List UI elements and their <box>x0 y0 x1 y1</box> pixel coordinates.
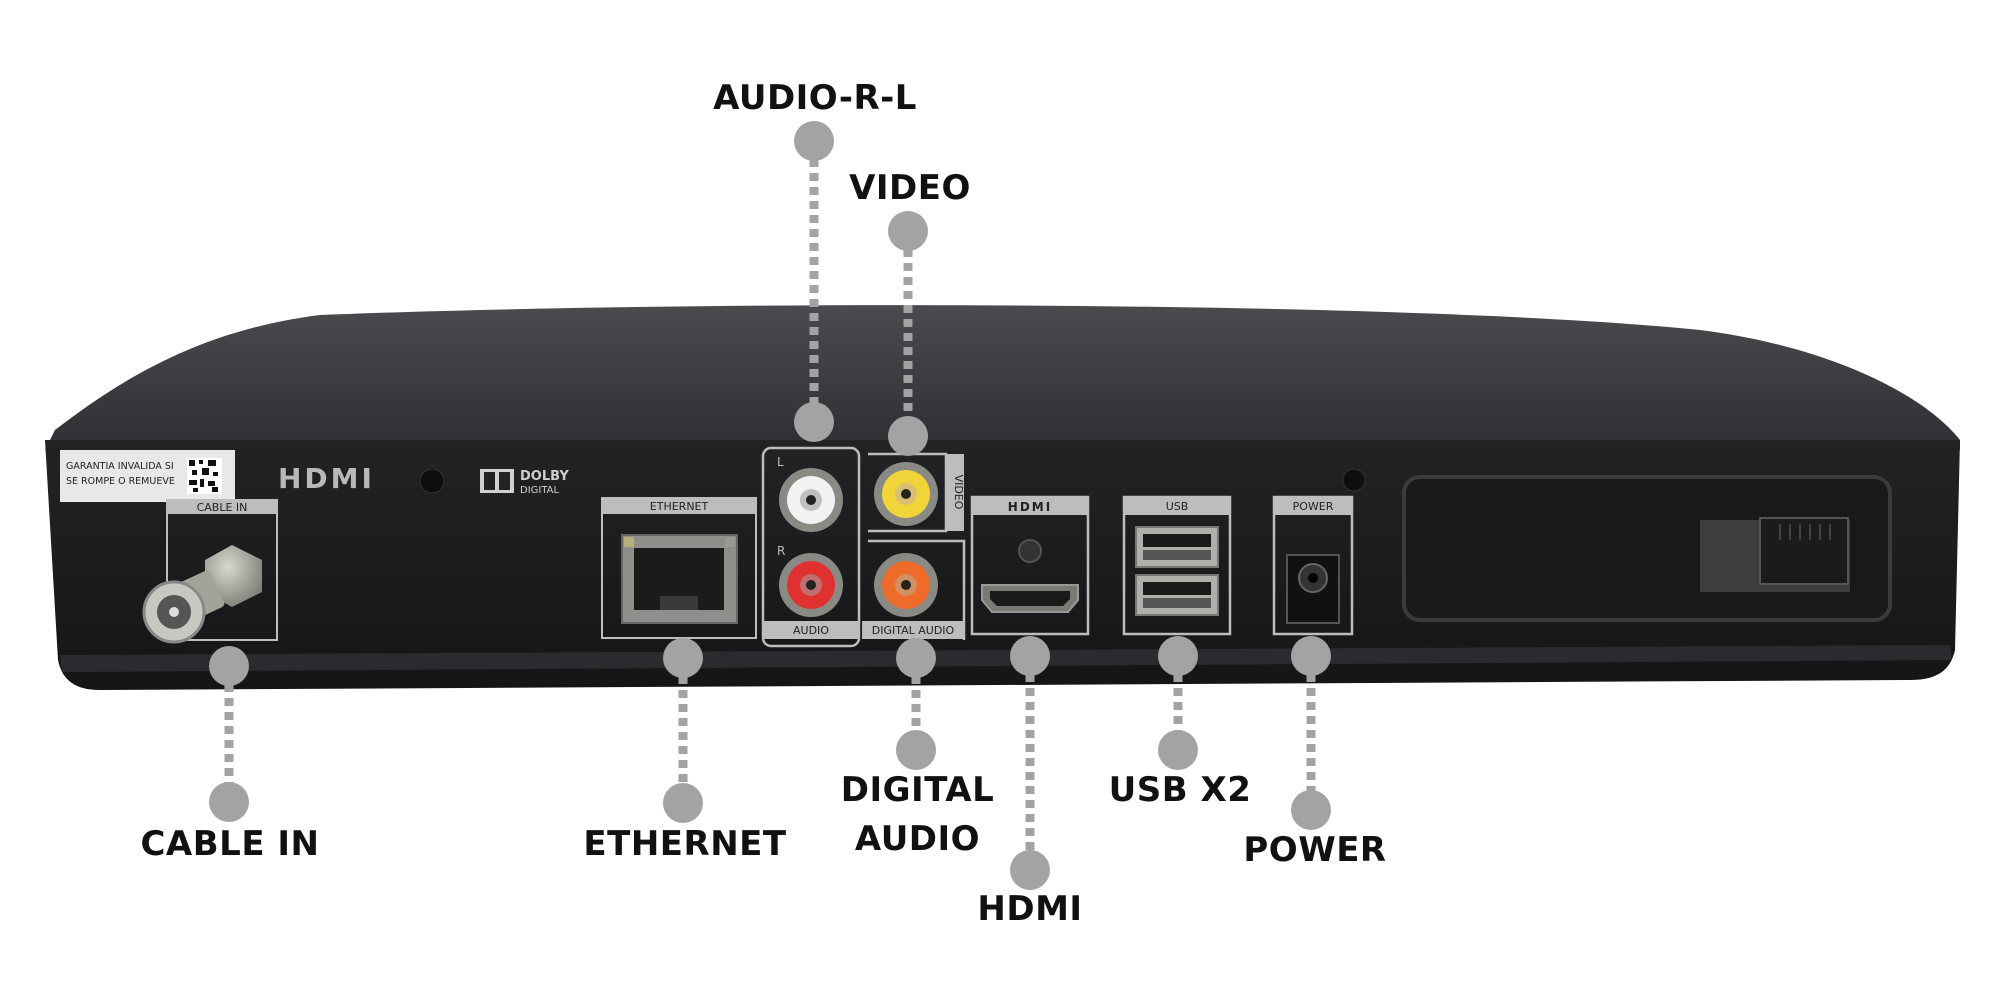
callout-dot-power-bottom <box>1291 790 1331 830</box>
svg-text:HDMI: HDMI <box>1008 500 1052 514</box>
svg-text:USB: USB <box>1166 500 1189 513</box>
callout-dot-digital-audio-bottom <box>896 730 936 770</box>
label-digital-audio: DIGITAL AUDIO <box>840 770 995 860</box>
callout-dot-hdmi-top <box>1010 636 1050 676</box>
label-power: POWER <box>1243 830 1387 870</box>
svg-text:DIGITAL AUDIO: DIGITAL AUDIO <box>872 624 955 637</box>
label-audio-r-l: AUDIO-R-L <box>713 78 917 118</box>
callout-dot-video-bottom <box>888 416 928 456</box>
callout-dot-usb-top <box>1158 636 1198 676</box>
usb-ports: USB <box>1122 495 1232 636</box>
callout-dot-usb-bottom <box>1158 730 1198 770</box>
cover-panel <box>1402 475 1892 622</box>
hdmi-logo: HDMI <box>278 462 375 495</box>
callout-dot-cable-in-bottom <box>209 782 249 822</box>
warranty-text-line1: GARANTIA INVALIDA SI <box>66 461 174 472</box>
callout-dot-power-top <box>1291 636 1331 676</box>
label-video: VIDEO <box>849 168 971 208</box>
svg-text:POWER: POWER <box>1293 500 1334 513</box>
device-bottom-edge <box>60 645 1952 672</box>
callout-dot-video-top <box>888 211 928 251</box>
callout-dot-digital-audio-top <box>896 638 936 678</box>
warranty-sticker: GARANTIA INVALIDA SI SE ROMPE O REMUEVE <box>60 450 235 502</box>
label-cable-in: CABLE IN <box>140 824 320 864</box>
label-ethernet: ETHERNET <box>583 824 787 864</box>
callout-dot-hdmi-bottom <box>1010 850 1050 890</box>
svg-text:DOLBY: DOLBY <box>520 469 569 484</box>
label-usb: USB X2 <box>1108 770 1252 810</box>
hdmi-port: HDMI <box>970 495 1090 636</box>
svg-text:R: R <box>777 544 785 558</box>
callout-dot-cable-in-top <box>209 646 249 686</box>
svg-text:CABLE IN: CABLE IN <box>197 501 248 514</box>
warranty-text-line2: SE ROMPE O REMUEVE <box>66 476 175 487</box>
power-port: POWER <box>1272 468 1366 636</box>
ir-sensor <box>419 468 445 494</box>
svg-text:L: L <box>777 455 784 469</box>
ethernet-port: ETHERNET <box>601 497 757 639</box>
label-hdmi: HDMI <box>977 889 1083 929</box>
callout-dot-audio-r-l-bottom <box>794 402 834 442</box>
dolby-logo: DOLBY DIGITAL <box>480 469 569 496</box>
svg-text:VIDEO: VIDEO <box>952 475 965 510</box>
svg-text:AUDIO: AUDIO <box>793 624 829 637</box>
callout-dot-ethernet-bottom <box>663 783 703 823</box>
callout-dot-audio-r-l-top <box>794 121 834 161</box>
svg-text:ETHERNET: ETHERNET <box>650 500 709 513</box>
callout-dot-ethernet-top <box>663 638 703 678</box>
svg-text:DIGITAL: DIGITAL <box>520 485 560 496</box>
cable-in-port: CABLE IN <box>142 499 278 644</box>
screw-hole <box>1342 468 1366 492</box>
device-top-surface <box>45 305 1960 450</box>
av-port-group: L R AUDIO VIDEO DIGITAL AUDIO <box>761 446 966 648</box>
